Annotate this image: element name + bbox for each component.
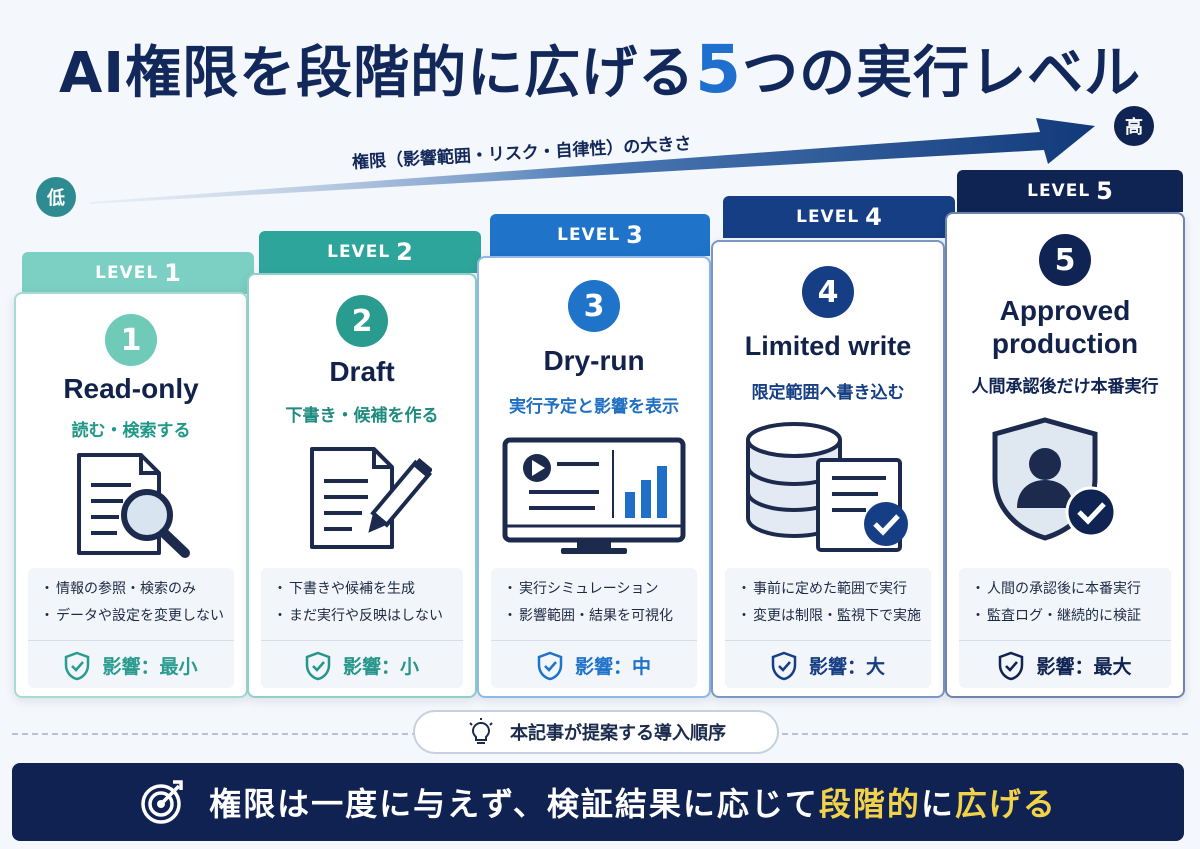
- impact-label: 影響：中: [574, 656, 651, 678]
- level-title-en: Limited write: [744, 331, 912, 361]
- lightbulb-icon: [469, 718, 493, 744]
- bullet: 影響範囲・結果を可視化: [503, 603, 687, 630]
- low-badge: 低: [36, 177, 76, 217]
- bullet: 下書きや候補を生成: [273, 576, 453, 603]
- bullet: 監査ログ・継続的に検証: [971, 603, 1161, 630]
- high-badge: 高: [1114, 106, 1154, 146]
- conclusion-banner: 権限は一度に与えず、検証結果に応じて段階的に広げる: [12, 763, 1184, 841]
- bullet: 人間の承認後に本番実行: [971, 576, 1161, 603]
- impact-label: 影響：小: [342, 656, 419, 678]
- database-check-icon: [746, 422, 908, 552]
- level-title-jp: 実行予定と影響を表示: [509, 397, 679, 417]
- level-title-en: Dry-run: [543, 345, 645, 376]
- level-3-card: 3 Dry-run 実行予定と影響を表示 実行シミュレーション 影響範囲・結果を…: [477, 256, 711, 698]
- level-bullets: 下書きや候補を生成 まだ実行や反映はしない: [261, 568, 463, 688]
- bullet: 情報の参照・検索のみ: [40, 576, 224, 603]
- level-title-jp: 人間承認後だけ本番実行: [971, 377, 1159, 397]
- bullet: まだ実行や反映はしない: [273, 603, 453, 630]
- order-note-label: 本記事が提案する導入順序: [510, 723, 726, 744]
- impact-row: 影響：中: [491, 640, 697, 690]
- page-title: AI権限を段階的に広げる5つの実行レベル: [58, 31, 1142, 108]
- level-number: 5: [1039, 234, 1091, 286]
- shield-check-icon: [305, 651, 331, 680]
- impact-row: 影響：小: [261, 640, 463, 690]
- bullet: 実行シミュレーション: [503, 576, 687, 603]
- impact-label: 影響：大: [808, 656, 885, 678]
- document-magnifier-icon: [77, 453, 190, 558]
- impact-label: 影響：最小: [102, 656, 198, 678]
- level-number: 4: [802, 266, 854, 318]
- level-number: 3: [568, 280, 620, 332]
- banner-message: 権限は一度に与えず、検証結果に応じて段階的に広げる: [209, 785, 1057, 823]
- scale-arrow: [90, 118, 1095, 204]
- level-bullets: 実行シミュレーション 影響範囲・結果を可視化: [491, 568, 697, 688]
- shield-user-check-icon: [992, 417, 1117, 541]
- impact-row: 影響：最小: [28, 640, 234, 690]
- level-4-card: 4 Limited write 限定範囲へ書き込む 事前に定めた範囲で実行 変更…: [711, 240, 945, 698]
- level-2-card: 2 Draft 下書き・候補を作る 下書きや候補を生成 まだ実行や反映はしない …: [247, 273, 477, 698]
- level-title-jp: 限定範囲へ書き込む: [751, 383, 905, 403]
- level-number: 1: [105, 314, 157, 366]
- level-title-en: Draft: [329, 356, 395, 387]
- level-bullets: 人間の承認後に本番実行 監査ログ・継続的に検証: [959, 568, 1171, 688]
- level-bullets: 情報の参照・検索のみ データや設定を変更しない: [28, 568, 234, 688]
- bullet: 事前に定めた範囲で実行: [737, 576, 921, 603]
- shield-check-icon: [999, 651, 1024, 680]
- document-pencil-icon: [310, 447, 432, 549]
- bullet: 変更は制限・監視下で実施: [737, 603, 921, 630]
- shield-check-icon: [65, 651, 90, 680]
- level-title-en: production: [991, 328, 1139, 359]
- shield-check-icon: [537, 651, 563, 680]
- level-1-card: 1 Read-only 読む・検索する 情報の参照・検索のみ データや設定を変更…: [14, 292, 248, 698]
- impact-row: 影響：最大: [959, 640, 1171, 690]
- shield-check-icon: [771, 651, 797, 680]
- level-bullets: 事前に定めた範囲で実行 変更は制限・監視下で実施: [725, 568, 931, 688]
- monitor-chart-icon: [502, 437, 686, 554]
- level-5-card: 5 Approved production 人間承認後だけ本番実行 人間の承認後…: [945, 212, 1185, 698]
- order-note: 本記事が提案する導入順序: [413, 710, 779, 754]
- level-title-jp: 下書き・候補を作る: [285, 406, 439, 426]
- level-title-jp: 読む・検索する: [71, 421, 191, 441]
- level-title-en: Approved: [999, 295, 1131, 326]
- impact-label: 影響：最大: [1036, 656, 1132, 678]
- level-number: 2: [336, 295, 388, 347]
- level-title-en: Read-only: [63, 373, 199, 404]
- target-icon: [141, 780, 183, 824]
- impact-row: 影響：大: [725, 640, 931, 690]
- bullet: データや設定を変更しない: [40, 603, 224, 630]
